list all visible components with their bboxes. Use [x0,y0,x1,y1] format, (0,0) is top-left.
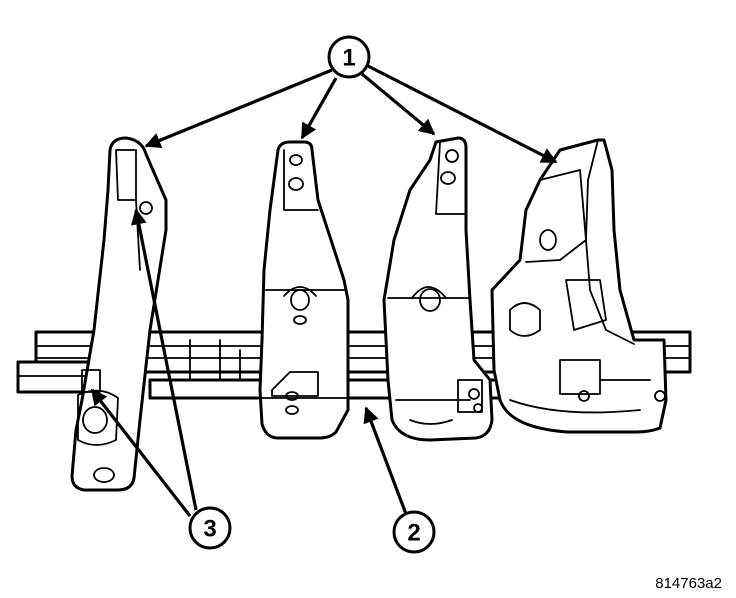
leader-1-to-bracket-right [367,64,558,164]
callout-3-circle [188,506,232,550]
callout-2-label: 2 [407,520,420,547]
callout-3: 3 [188,506,232,550]
leader-2-to-rail [363,406,408,515]
bracket-left [70,136,168,492]
callout-3-label: 3 [203,516,216,543]
bracket-center-right [382,136,494,442]
leader-1-to-bracket-center-left [300,77,338,140]
leader-3-to-bracket-bottom [90,388,192,517]
callout-2: 2 [392,510,436,554]
leader-1-to-bracket-left [144,68,333,148]
leader-3-to-bracket-top [130,208,198,511]
callout-1: 1 [327,35,371,79]
figure-id: 814763a2 [655,575,722,592]
callout-2-circle [392,510,436,554]
callout-1-label: 1 [342,45,355,72]
leader-1-to-bracket-center-right [360,72,436,136]
callout-1-circle [327,35,371,79]
leader-lines [90,64,558,517]
bracket-right [490,138,668,434]
bracket-center-left [258,140,350,440]
